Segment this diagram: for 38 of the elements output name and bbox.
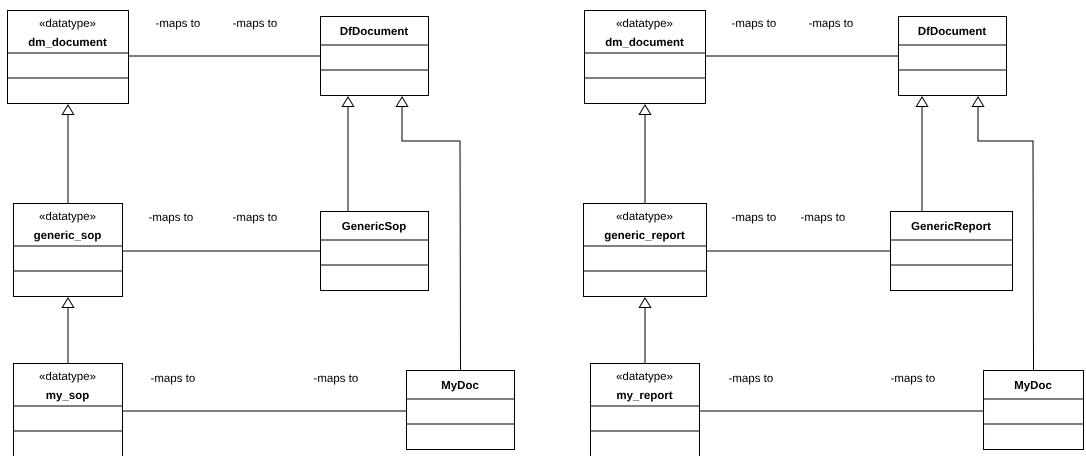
role-label: -maps to [314, 374, 358, 385]
association-line [122, 410, 407, 412]
generalization-arrow [638, 104, 652, 204]
association-line [705, 55, 899, 57]
class-box: «datatype» dm_document [583, 10, 706, 104]
role-label: -maps to [233, 19, 277, 30]
role-label: -maps to [732, 213, 776, 224]
generalization-arrow [638, 297, 652, 364]
role-label: -maps to [149, 213, 193, 224]
class-box: MyDoc [982, 370, 1084, 450]
role-label: -maps to [729, 374, 773, 385]
generalization-arrow [971, 96, 1034, 371]
association-line [122, 250, 321, 252]
generalization-arrow [341, 96, 355, 212]
class-box: GenericSop [319, 211, 429, 291]
class-box: «datatype» generic_sop [12, 203, 123, 297]
class-box: «datatype» my_sop [12, 363, 123, 456]
class-box: DfDocument [897, 16, 1007, 96]
association-line [706, 250, 891, 252]
class-box: DfDocument [319, 16, 429, 96]
role-label: -maps to [891, 374, 935, 385]
class-box: GenericReport [889, 211, 1013, 291]
role-label: -maps to [233, 213, 277, 224]
role-label: -maps to [156, 19, 200, 30]
generalization-arrow [61, 297, 75, 364]
generalization-arrow [915, 96, 929, 212]
role-label: -maps to [809, 19, 853, 30]
association-line [128, 55, 321, 57]
class-box: «datatype» dm_document [6, 10, 129, 104]
generalization-arrow [61, 104, 75, 204]
class-box: «datatype» generic_report [582, 203, 707, 297]
role-label: -maps to [801, 213, 845, 224]
role-label: -maps to [151, 374, 195, 385]
role-label: -maps to [732, 19, 776, 30]
association-line [699, 410, 984, 412]
class-box: «datatype» my_report [589, 363, 700, 456]
class-box: MyDoc [405, 370, 515, 450]
generalization-arrow [395, 96, 461, 371]
